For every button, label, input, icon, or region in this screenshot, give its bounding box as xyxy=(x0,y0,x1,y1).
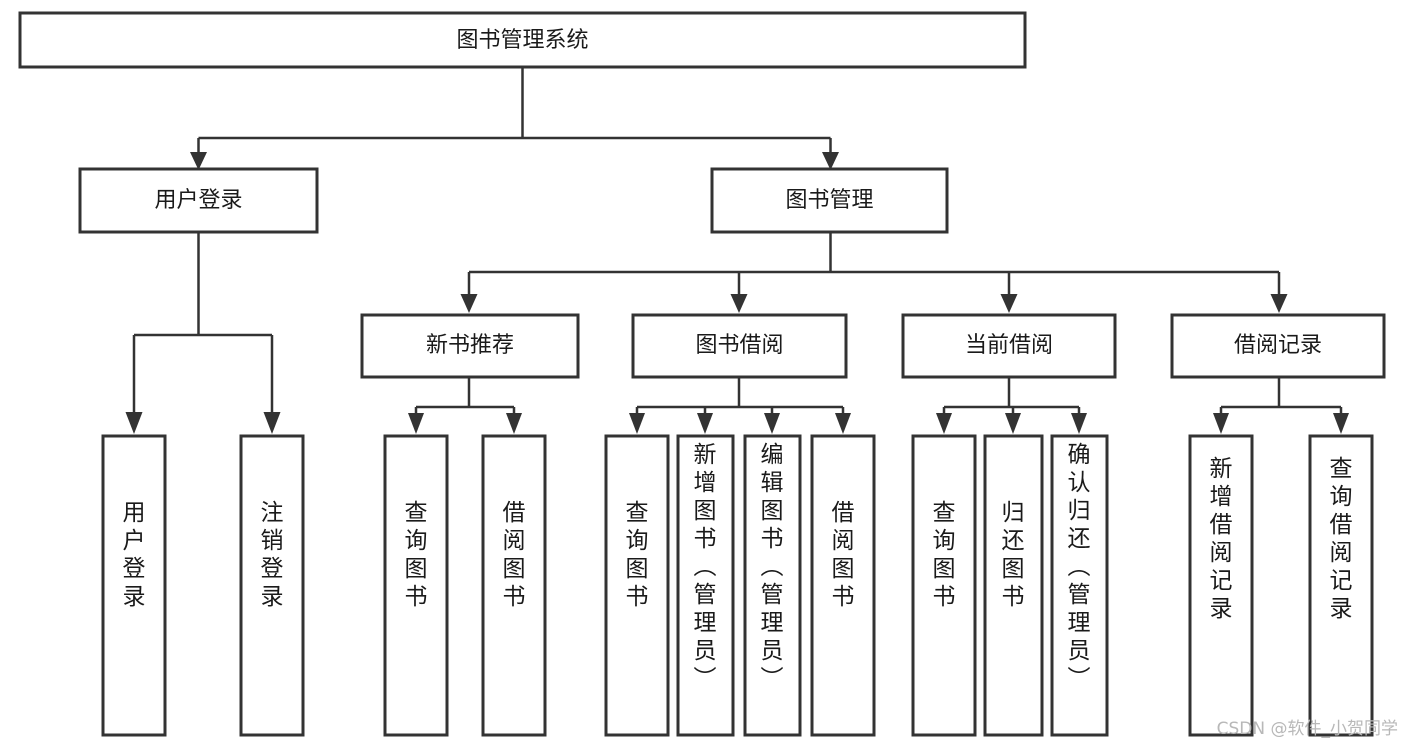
node-book-manage-box[interactable] xyxy=(710,167,949,234)
node-leaf-return-book[interactable]: 归还图书 xyxy=(983,434,1044,737)
connector-layer xyxy=(125,67,1349,434)
arrow-to-borrow-record xyxy=(1270,294,1288,313)
node-book-manage-label: 图书管理 xyxy=(785,188,873,213)
node-leaf-query-book-current-box[interactable] xyxy=(911,434,977,737)
node-leaf-borrow-book-box[interactable] xyxy=(810,434,876,737)
node-book-borrow[interactable]: 图书借阅 xyxy=(631,313,848,379)
arrow-to-leaf-add-book xyxy=(697,413,713,434)
arrow-to-leaf-query-book-borrow xyxy=(629,413,645,434)
node-leaf-borrow-book[interactable]: 借阅图书 xyxy=(810,434,876,737)
arrow-to-leaf-edit-book xyxy=(764,413,780,434)
node-leaf-edit-book[interactable]: 编辑图书︵管理员︶ xyxy=(743,434,802,737)
arrow-to-leaf-query-book-rec xyxy=(408,413,424,434)
node-leaf-add-borrow-record[interactable]: 新增借阅记录 xyxy=(1188,434,1254,737)
node-leaf-user-login-box[interactable] xyxy=(101,434,167,737)
node-leaf-user-logout[interactable]: 注销登录 xyxy=(239,434,305,737)
node-book-borrow-box[interactable] xyxy=(631,313,848,379)
node-leaf-add-book-box[interactable] xyxy=(676,434,735,737)
arrow-to-user-login xyxy=(190,152,207,170)
node-leaf-borrow-book-rec-box[interactable] xyxy=(481,434,547,737)
node-leaf-add-book[interactable]: 新增图书︵管理员︶ xyxy=(676,434,735,737)
node-leaf-add-book-label: 新增图书︵管理员︶ xyxy=(694,442,717,692)
node-leaf-query-book-borrow-box[interactable] xyxy=(604,434,670,737)
arrow-to-current-borrow xyxy=(1000,294,1018,313)
node-root[interactable]: 图书管理系统 xyxy=(18,11,1027,69)
node-user-login-label: 用户登录 xyxy=(154,188,242,213)
node-borrow-record-label: 借阅记录 xyxy=(1234,333,1322,358)
node-leaf-user-logout-label: 注销登录 xyxy=(261,500,284,610)
node-leaf-query-book-borrow-label: 查询图书 xyxy=(626,500,649,610)
node-leaf-user-login[interactable]: 用户登录 xyxy=(101,434,167,737)
arrow-to-leaf-user-logout xyxy=(263,412,281,434)
node-leaf-user-login-label: 用户登录 xyxy=(123,500,146,610)
node-current-borrow[interactable]: 当前借阅 xyxy=(901,313,1117,379)
node-leaf-query-book-current-label: 查询图书 xyxy=(933,500,956,610)
node-root-box[interactable] xyxy=(18,11,1027,69)
node-new-book-rec[interactable]: 新书推荐 xyxy=(360,313,580,379)
node-root-label: 图书管理系统 xyxy=(456,28,588,53)
node-leaf-query-borrow-record[interactable]: 查询借阅记录 xyxy=(1308,434,1374,737)
node-leaf-edit-book-box[interactable] xyxy=(743,434,802,737)
node-leaf-add-borrow-record-box[interactable] xyxy=(1188,434,1254,737)
node-leaf-query-book-current[interactable]: 查询图书 xyxy=(911,434,977,737)
node-borrow-record[interactable]: 借阅记录 xyxy=(1170,313,1386,379)
node-leaf-confirm-return-label: 确认归还︵管理员︶ xyxy=(1068,442,1091,692)
arrow-to-leaf-borrow-book xyxy=(835,413,851,434)
arrow-to-new-book-rec xyxy=(460,294,478,313)
node-user-login[interactable]: 用户登录 xyxy=(78,167,319,234)
node-leaf-query-borrow-record-label: 查询借阅记录 xyxy=(1330,456,1353,622)
node-new-book-rec-label: 新书推荐 xyxy=(426,333,514,358)
node-leaf-return-book-box[interactable] xyxy=(983,434,1044,737)
arrow-to-leaf-query-book-current xyxy=(936,413,952,434)
arrow-to-leaf-query-borrow-record xyxy=(1333,413,1349,434)
node-user-login-box[interactable] xyxy=(78,167,319,234)
node-leaf-query-book-rec-label: 查询图书 xyxy=(405,500,428,610)
node-leaf-add-borrow-record-label: 新增借阅记录 xyxy=(1210,456,1233,622)
node-leaf-borrow-book-label: 借阅图书 xyxy=(832,500,855,610)
node-leaf-user-logout-box[interactable] xyxy=(239,434,305,737)
node-leaf-confirm-return[interactable]: 确认归还︵管理员︶ xyxy=(1050,434,1109,737)
arrow-to-book-manage xyxy=(822,152,839,170)
node-leaf-query-book-rec[interactable]: 查询图书 xyxy=(383,434,449,737)
arrow-to-leaf-return-book xyxy=(1005,413,1021,434)
arrow-to-leaf-user-login xyxy=(125,412,143,434)
node-book-manage[interactable]: 图书管理 xyxy=(710,167,949,234)
arrow-to-book-borrow xyxy=(730,294,748,313)
node-leaf-borrow-book-rec[interactable]: 借阅图书 xyxy=(481,434,547,737)
node-leaf-query-book-rec-box[interactable] xyxy=(383,434,449,737)
node-book-borrow-label: 图书借阅 xyxy=(695,333,783,358)
node-current-borrow-label: 当前借阅 xyxy=(965,333,1053,358)
node-leaf-borrow-book-rec-label: 借阅图书 xyxy=(503,500,526,610)
node-current-borrow-box[interactable] xyxy=(901,313,1117,379)
node-new-book-rec-box[interactable] xyxy=(360,313,580,379)
csdn-watermark: CSDN @软件_小贺同学 xyxy=(1217,719,1398,739)
node-leaf-confirm-return-box[interactable] xyxy=(1050,434,1109,737)
node-leaf-return-book-label: 归还图书 xyxy=(1002,500,1025,610)
arrow-to-leaf-add-borrow-record xyxy=(1213,413,1229,434)
node-leaf-edit-book-label: 编辑图书︵管理员︶ xyxy=(761,442,784,692)
node-leaf-query-book-borrow[interactable]: 查询图书 xyxy=(604,434,670,737)
node-leaf-query-borrow-record-box[interactable] xyxy=(1308,434,1374,737)
arrow-to-leaf-borrow-book-rec xyxy=(506,413,522,434)
arrow-to-leaf-confirm-return xyxy=(1071,413,1087,434)
node-borrow-record-box[interactable] xyxy=(1170,313,1386,379)
